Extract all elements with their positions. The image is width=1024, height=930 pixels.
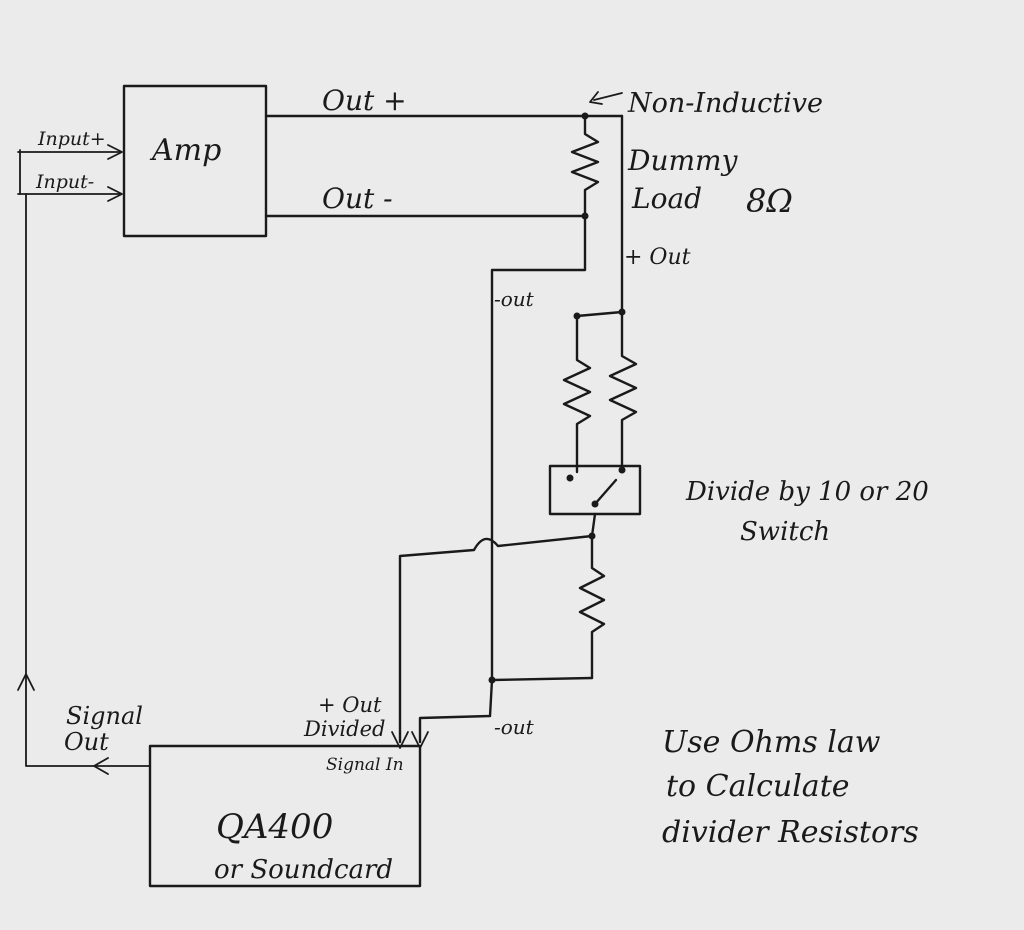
signal-in-plus-arrow [391, 731, 409, 749]
note-line3: divider Resistors [662, 815, 919, 850]
input-minus-label: Input- [35, 171, 94, 193]
divider-bottom-resistor [578, 512, 606, 680]
switch-blade [593, 478, 618, 506]
plus-out-divided-label-line1: + Out [318, 693, 382, 717]
load-value-label: 8Ω [746, 182, 793, 220]
switch-contact-a [566, 474, 574, 482]
input-minus-arrow [107, 186, 123, 202]
plus-out-divided-wire [398, 534, 594, 744]
qa400-label: QA400 [216, 807, 333, 847]
input-plus-arrow [107, 144, 123, 160]
minus-out-wire [490, 214, 587, 682]
signal-out-up-arrow [17, 673, 35, 691]
bottom-return-wire [490, 676, 594, 682]
signal-out-label-line1: Signal [66, 702, 143, 730]
load-label: Load [631, 182, 702, 215]
divider-resistor-b [608, 310, 638, 470]
non-inductive-pointer [593, 92, 623, 101]
non-inductive-arrowhead [589, 91, 603, 105]
divide-label-line1: Divide by 10 or 20 [685, 477, 929, 507]
dummy-load-resistor [570, 114, 600, 218]
signal-in-label: Signal In [326, 755, 404, 775]
out-minus-label: Out - [322, 182, 393, 215]
divide-label-line2: Switch [740, 517, 830, 547]
divider-resistor-a [562, 314, 592, 474]
input-plus-label: Input+ [37, 128, 106, 150]
minus-out-top-label: -out [494, 287, 535, 311]
minus-out-bottom-label: -out [494, 715, 535, 739]
qa400-box [148, 744, 422, 888]
minus-out-divided-wire [418, 678, 494, 744]
out-plus-label: Out + [322, 84, 407, 117]
divider-top-bus [575, 310, 624, 318]
note-line1: Use Ohms law [662, 725, 881, 760]
dummy-label: Dummy [627, 144, 739, 177]
plus-out-divided-label-line2: Divided [303, 717, 385, 741]
signal-out-wire [25, 193, 151, 767]
signal-out-label-line2: Out [64, 728, 109, 756]
qa400-subtitle: or Soundcard [214, 855, 393, 885]
amp-label: Amp [149, 133, 221, 168]
plus-out-label: + Out [624, 245, 691, 270]
non-inductive-label: Non-Inductive [627, 88, 823, 119]
switch-contact-b [618, 466, 626, 474]
signal-out-arrow [93, 757, 109, 775]
note-line2: to Calculate [666, 769, 850, 804]
amp-box [122, 84, 268, 238]
